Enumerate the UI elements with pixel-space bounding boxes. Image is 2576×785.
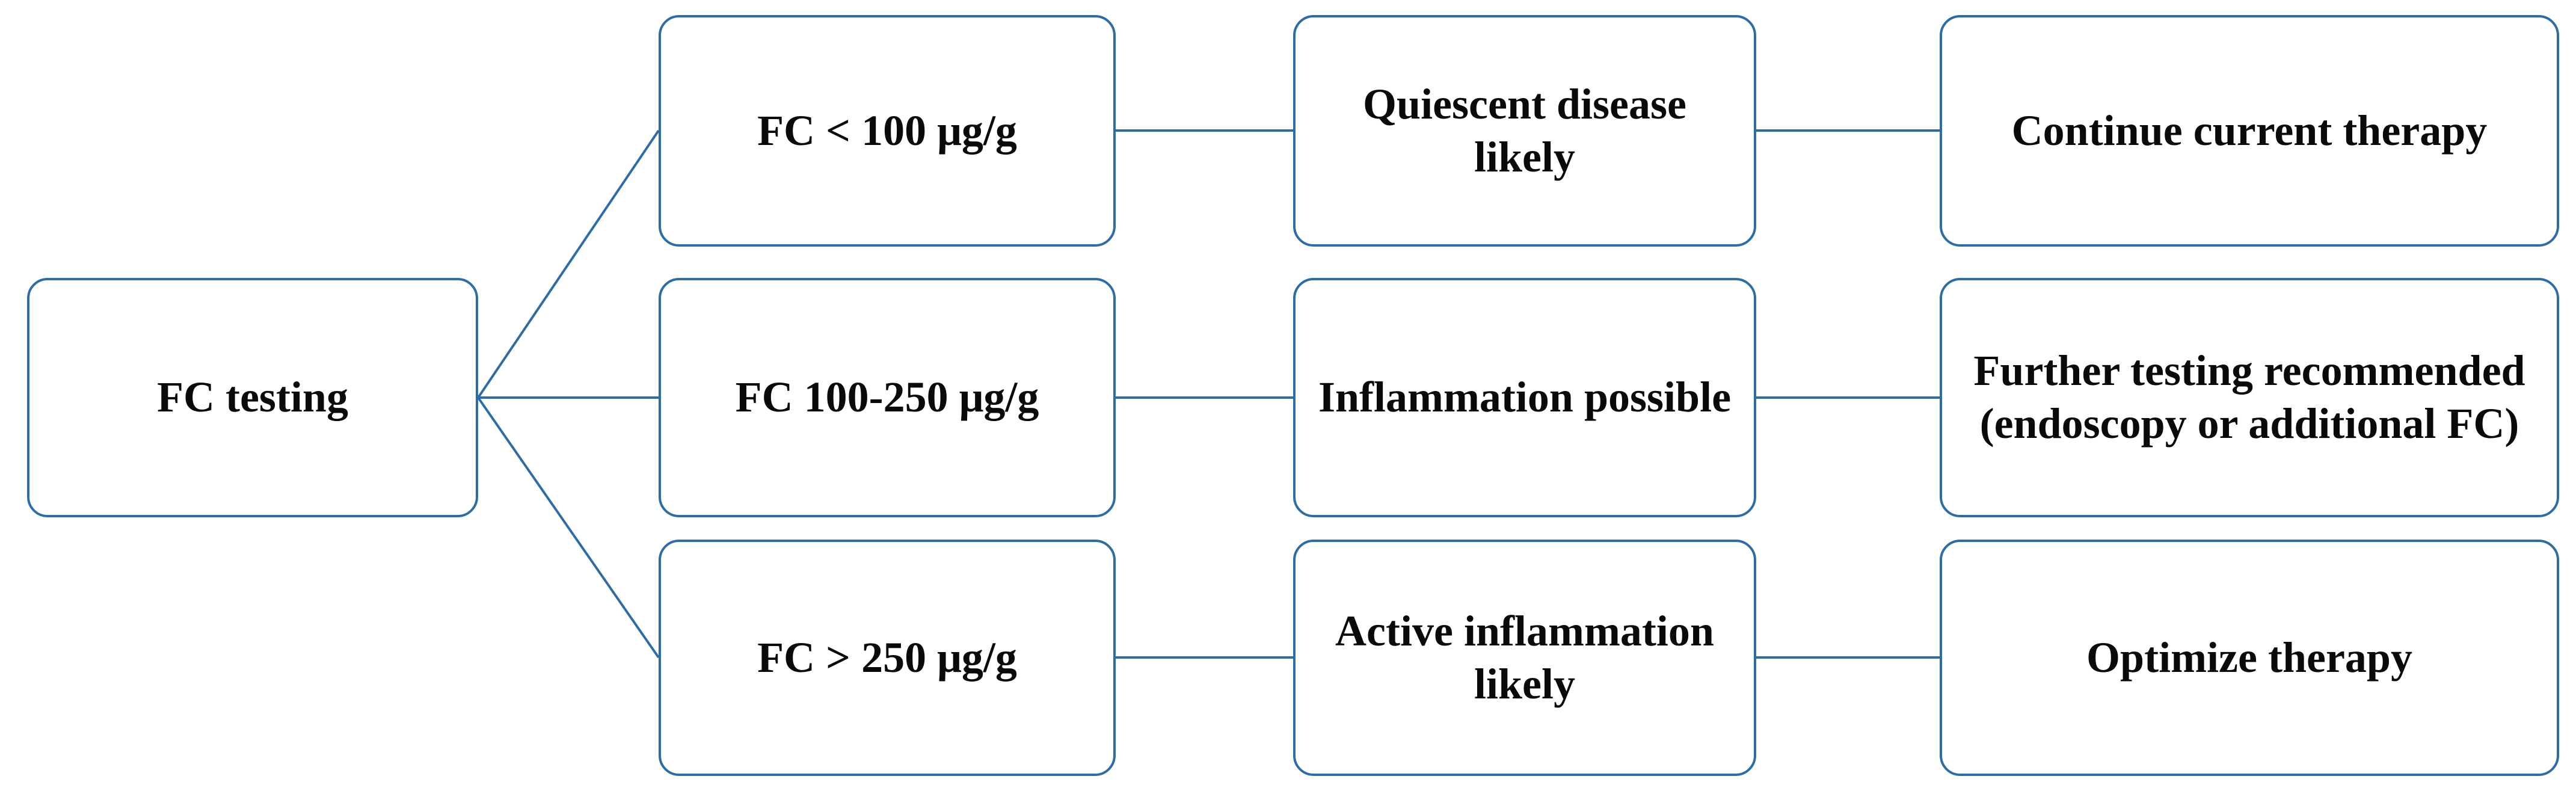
- connector-root-to-low: [477, 129, 660, 399]
- node-interpretation-low: Quiescent disease likely: [1293, 15, 1756, 247]
- node-action-low: Continue current therapy: [1940, 15, 2559, 247]
- node-threshold-mid: FC 100-250 μg/g: [659, 278, 1116, 517]
- node-threshold-low: FC < 100 μg/g: [659, 15, 1116, 247]
- node-threshold-high: FC > 250 μg/g: [659, 540, 1116, 776]
- node-action-mid: Further testing recommended (endoscopy o…: [1940, 278, 2559, 517]
- node-fc-testing: FC testing: [27, 278, 478, 517]
- node-action-high: Optimize therapy: [1940, 540, 2559, 776]
- node-interpretation-high: Active inflammation likely: [1293, 540, 1756, 776]
- node-interpretation-mid: Inflammation possible: [1293, 278, 1756, 517]
- connector-root-to-high: [477, 396, 660, 659]
